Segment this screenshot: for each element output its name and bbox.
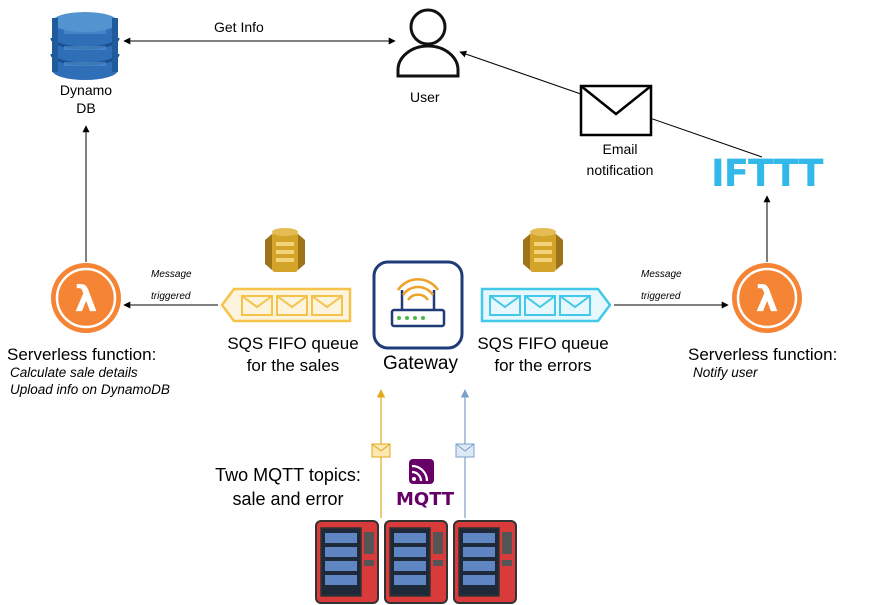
mqtt-topics-label: Two MQTT topics: sale and error <box>198 463 378 511</box>
email-label-line-1: Email <box>602 141 638 157</box>
dynamodb-label-line-2: DB <box>76 100 96 116</box>
vending-machines <box>315 520 517 604</box>
lambda-left-detail-1: Calculate sale details <box>10 365 138 380</box>
vending-machine-2 <box>384 520 448 604</box>
edge-error-topic <box>455 389 475 518</box>
mqtt-logo-icon <box>409 459 434 484</box>
lambda-right-title: Serverless function: <box>688 345 838 364</box>
mqtt-topics-label-line-2: sale and error <box>232 489 344 509</box>
queue-errors <box>480 287 612 323</box>
vending-machine-1 <box>315 520 379 604</box>
email-icon <box>579 84 653 137</box>
sqs-sales-label-line-2: for the sales <box>246 356 340 375</box>
sqs-sales-label: SQS FIFO queue for the sales <box>218 333 368 377</box>
mqtt-topics-label-line-1: Two MQTT topics: <box>215 465 361 485</box>
sqs-icon-errors <box>523 228 563 272</box>
sqs-errors-label: SQS FIFO queue for the errors <box>468 333 618 377</box>
sqs-errors-label-line-2: for the errors <box>494 356 592 375</box>
gateway-label: Gateway <box>383 353 458 374</box>
vending-machine-3 <box>453 520 517 604</box>
svg-text:λ: λ <box>75 279 98 320</box>
dynamodb-icon <box>50 12 120 80</box>
lambda-right-label: Serverless function: Notify user <box>688 345 837 380</box>
lambda-icon-left: λ <box>51 263 121 333</box>
sqs-icon-sales <box>265 228 305 272</box>
lambda-icon-right: λ <box>732 263 802 333</box>
dynamodb-label: Dynamo DB <box>55 81 117 117</box>
user-label: User <box>410 89 440 105</box>
ifttt-logo: IFTTT <box>711 152 823 195</box>
mqtt-logo-text: MQTT <box>396 489 455 510</box>
message-right-line-1: Message <box>641 269 682 280</box>
message-right-line-2: triggered <box>641 291 681 302</box>
edge-label-message-triggered-right: Message triggered <box>641 264 682 308</box>
edge-sale-topic <box>371 389 391 518</box>
gateway-icon <box>372 260 464 350</box>
lambda-right-detail-1: Notify user <box>693 365 758 380</box>
dynamodb-label-line-1: Dynamo <box>59 82 113 98</box>
user-icon <box>396 8 460 78</box>
edge-label-message-triggered-left: Message triggered <box>151 264 192 308</box>
queue-sales <box>220 287 352 323</box>
email-label: Email notification <box>570 139 670 181</box>
lambda-left-label: Serverless function: Calculate sale deta… <box>7 345 170 397</box>
lambda-left-title: Serverless function: <box>7 345 157 364</box>
message-left-line-1: Message <box>151 269 192 280</box>
message-left-line-2: triggered <box>151 291 191 302</box>
svg-text:λ: λ <box>756 279 779 320</box>
edge-label-get-info: Get Info <box>214 19 264 35</box>
email-label-line-2: notification <box>586 162 654 178</box>
sqs-errors-label-line-1: SQS FIFO queue <box>477 334 609 353</box>
sqs-sales-label-line-1: SQS FIFO queue <box>227 334 359 353</box>
lambda-left-detail-2: Upload info on DynamoDB <box>10 382 170 397</box>
